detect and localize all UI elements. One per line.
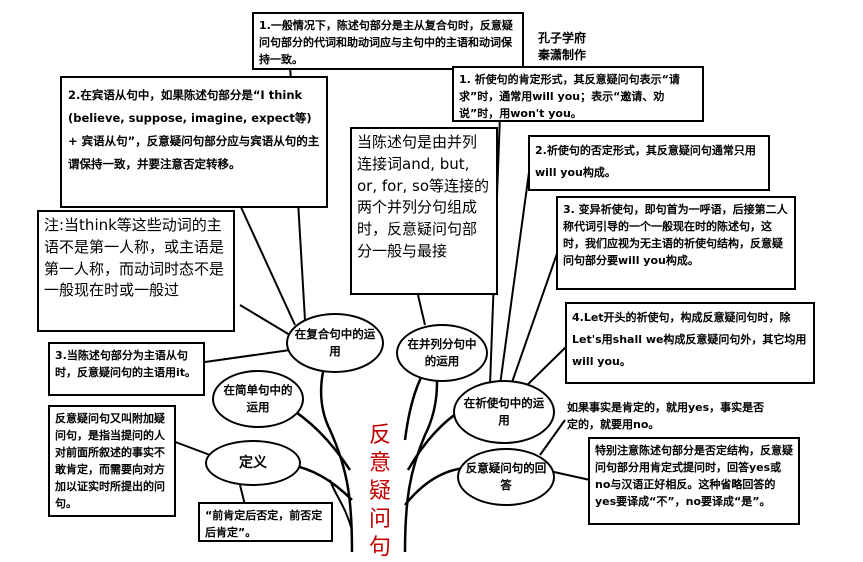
box-imperative-rule-2: 2.祈使句的否定形式，其反意疑问句通常只用will you构成。: [528, 135, 770, 191]
box-imperative-rule-4: 4.Let开头的祈使句，构成反意疑问句时，除Let's用shall we构成反意…: [565, 302, 815, 384]
box-answer-rule-2: 特别注意陈述句部分是否定结构，反意疑问句部分用肯定式提问时，回答yes或no与汉…: [588, 437, 800, 525]
trunk-label: 反意疑问句: [368, 423, 391, 560]
box-subject-clause-rule: 3.当陈述句部分为主语从句时，反意疑问句的主语用it。: [48, 342, 205, 396]
box-complex-rule-1: 1.一般情况下，陈述句部分是主从复合句时，反意疑问句部分的代词和助动词应与主句中…: [252, 12, 524, 70]
node-simple-sentence: 在简单句中的运用: [212, 370, 304, 428]
credit-line-1: 孔子学府: [538, 31, 587, 45]
node-answer: 反意疑问句的回答: [457, 448, 555, 506]
branch-lower-left: [329, 479, 353, 531]
credit-line-2: 秦潇制作: [538, 48, 587, 62]
node-imperative-sentence: 在祈使句中的运用: [453, 380, 555, 444]
box-definition-quote: “前肯定后否定，前否定后肯定”。: [198, 502, 333, 542]
box-definition-text: 反意疑问句又叫附加疑问句，是指当提问的人对前面所叙述的事实不敢肯定，而需要向对方…: [48, 405, 176, 517]
box-answer-rule-1: 如果事实是肯定的，就用yes，事实是否定的，就要用no。: [567, 401, 765, 432]
branch-answer: [404, 466, 466, 506]
branch-definition: [289, 463, 353, 501]
box-imperative-rule-1: 1. 祈使句的肯定形式，其反意疑问句表示“请求”时，通常用will you；表示…: [452, 66, 704, 122]
node-complex-sentence: 在复合句中的运用: [286, 313, 384, 373]
author-credit: 孔子学府 秦潇制作: [538, 30, 610, 64]
box-compound-clause-rule: 当陈述句是由并列连接词and, but, or, for, so等连接的两个并列…: [350, 127, 498, 295]
node-definition: 定义: [205, 440, 301, 486]
node-compound-sentence: 在并列分句中的运用: [396, 324, 488, 382]
box-think-note: 注:当think等这些动词的主语不是第一人称，或主语是第一人称，而动词时态不是一…: [37, 210, 235, 332]
box-imperative-rule-3: 3. 变异祈使句，即句首为一呼语，后接第二人称代词引导的一个一般现在时的陈述句，…: [556, 196, 796, 290]
box-object-clause-rule: 2.在宾语从句中，如果陈述句部分是“I think (believe, supp…: [60, 76, 328, 208]
